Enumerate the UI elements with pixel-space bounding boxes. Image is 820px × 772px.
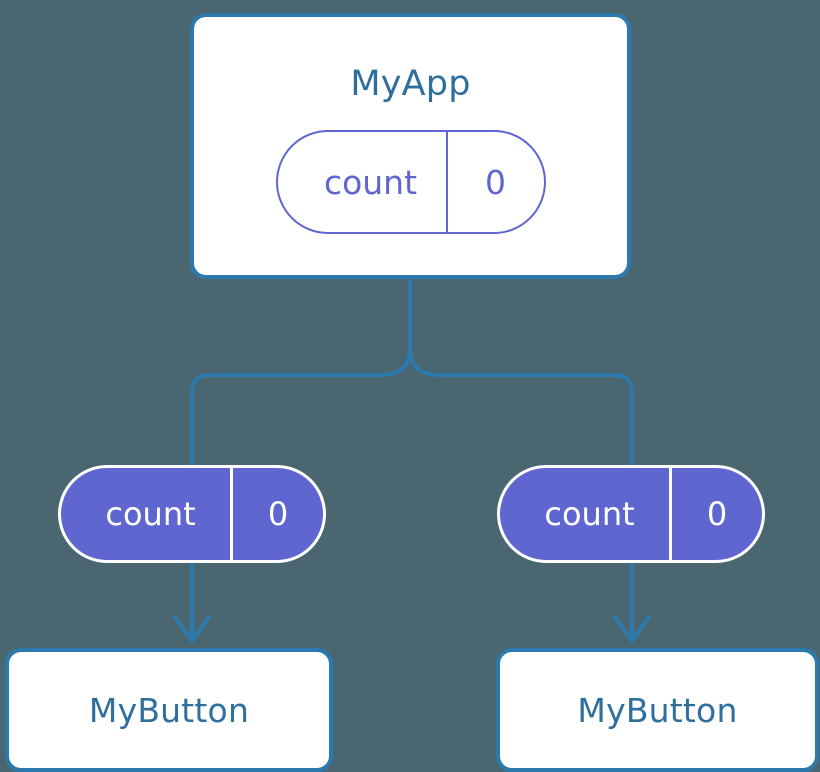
component-mybutton-left-title: MyButton (88, 690, 250, 730)
state-pill-child-right-value: 0 (706, 495, 728, 533)
state-pill-child-left[interactable]: count 0 (58, 465, 326, 563)
component-mybutton-right[interactable]: MyButton (496, 648, 819, 772)
state-pill-child-right-key: count (500, 468, 672, 560)
state-pill-myapp-key: count (278, 132, 448, 232)
right-state-arrowhead (613, 615, 651, 643)
state-pill-myapp[interactable]: count 0 (275, 130, 546, 234)
component-mybutton-left[interactable]: MyButton (5, 648, 333, 772)
left-state-arrowhead (173, 615, 211, 643)
state-pill-child-right[interactable]: count 0 (497, 465, 765, 563)
component-myapp[interactable]: MyApp count 0 (190, 13, 631, 279)
state-pill-myapp-value: 0 (485, 162, 506, 202)
left-branch-connector (190, 347, 412, 466)
component-myapp-title: MyApp (350, 64, 471, 104)
state-pill-child-left-value: 0 (267, 495, 289, 533)
right-branch-connector (408, 347, 634, 466)
state-pill-child-left-key: count (61, 468, 233, 560)
component-mybutton-right-title: MyButton (577, 690, 738, 730)
